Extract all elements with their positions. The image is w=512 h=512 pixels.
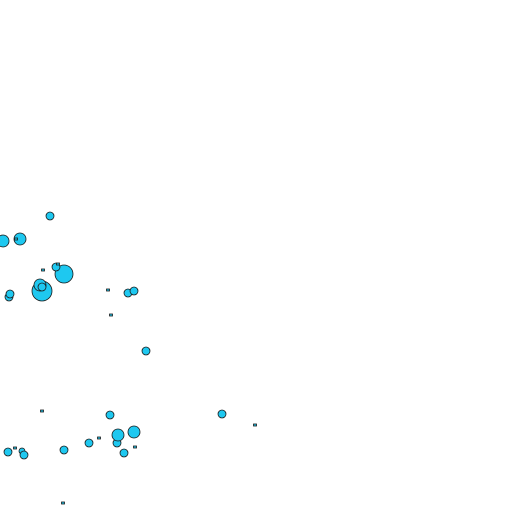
scatter-point <box>3 447 13 457</box>
scatter-point <box>127 425 141 439</box>
scatter-point <box>111 428 125 442</box>
scatter-point <box>0 234 10 248</box>
scatter-point <box>105 410 115 420</box>
scatter-point <box>56 262 60 266</box>
scatter-point <box>41 268 45 272</box>
scatter-point <box>217 409 227 419</box>
scatter-point <box>40 409 44 413</box>
scatter-point <box>59 445 69 455</box>
scatter-point <box>13 446 17 450</box>
scatter-point <box>133 445 137 449</box>
scatter-point <box>37 282 47 292</box>
scatter-point <box>61 501 65 505</box>
scatter-point <box>84 438 94 448</box>
scatter-point <box>19 450 29 460</box>
scatter-point <box>13 232 27 246</box>
scatter-point <box>109 313 113 317</box>
scatter-point <box>45 211 55 221</box>
scatter-point <box>97 436 101 440</box>
points-layer <box>0 211 257 505</box>
scatter-point <box>14 237 18 241</box>
scatter-point <box>106 288 110 292</box>
scatter-point <box>253 423 257 427</box>
scatter-point <box>5 289 15 299</box>
scatter-point <box>141 346 151 356</box>
scatter-point <box>129 286 139 296</box>
scatter-point <box>119 448 129 458</box>
